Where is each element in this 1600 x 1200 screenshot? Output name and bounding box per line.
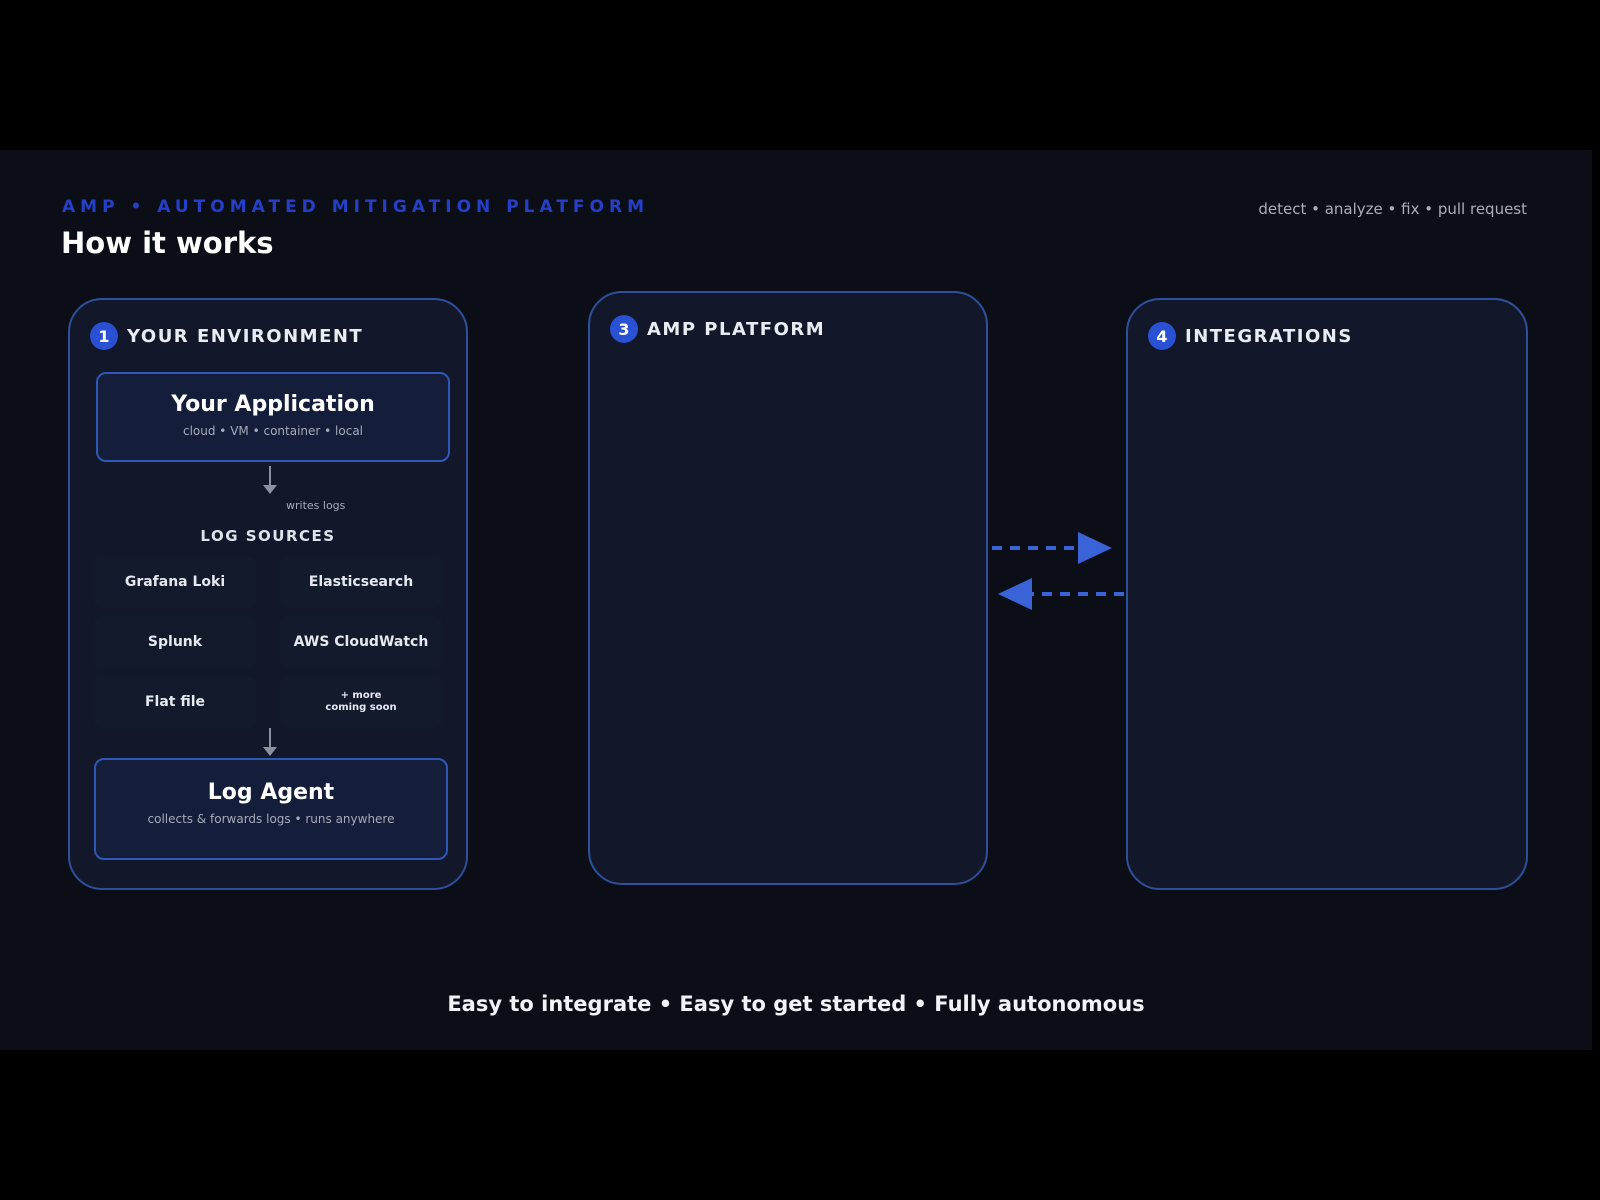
- amp-platform-panel: 3 AMP PLATFORM: [588, 291, 988, 885]
- application-card: Your Application cloud • VM • container …: [96, 372, 450, 462]
- log-agent-title: Log Agent: [207, 780, 335, 805]
- log-agent-card: Log Agent collects & forwards logs • run…: [94, 758, 448, 860]
- arrow-right-icon: [1078, 532, 1112, 564]
- more-label: + more: [340, 690, 382, 701]
- amp-platform-title: AMP PLATFORM: [647, 318, 826, 340]
- integrations-panel: 4 INTEGRATIONS: [1126, 298, 1528, 890]
- arrow-left-icon: [998, 578, 1032, 610]
- coming-soon-label: coming soon: [325, 702, 397, 713]
- integrations-title: INTEGRATIONS: [1185, 325, 1353, 347]
- eyebrow: AMP • AUTOMATED MITIGATION PLATFORM: [62, 197, 649, 217]
- application-title: Your Application: [171, 392, 375, 417]
- arrow-down-icon: [263, 466, 277, 494]
- log-source-more: + more coming soon: [280, 676, 442, 728]
- step-badge-1: 1: [90, 322, 118, 350]
- footer-tagline: Easy to integrate • Easy to get started …: [447, 992, 1145, 1016]
- slide: AMP • AUTOMATED MITIGATION PLATFORM How …: [0, 150, 1592, 1050]
- log-source-flat-file: Flat file: [94, 676, 256, 728]
- step-badge-4: 4: [1148, 322, 1176, 350]
- arrow-down-icon: [263, 728, 277, 756]
- log-agent-subtitle: collects & forwards logs • runs anywhere: [147, 812, 395, 826]
- log-source-grafana-loki: Grafana Loki: [94, 556, 256, 608]
- environment-header: 1 YOUR ENVIRONMENT: [90, 322, 363, 350]
- writes-logs-label: writes logs: [286, 499, 346, 512]
- tagline: detect • analyze • fix • pull request: [1258, 200, 1527, 218]
- bidirectional-arrows-icon: [992, 532, 1124, 610]
- log-source-splunk: Splunk: [94, 616, 256, 668]
- integrations-header: 4 INTEGRATIONS: [1148, 322, 1353, 350]
- amp-platform-header: 3 AMP PLATFORM: [610, 315, 825, 343]
- environment-title: YOUR ENVIRONMENT: [127, 325, 364, 347]
- environment-panel: 1 YOUR ENVIRONMENT Your Application clou…: [68, 298, 468, 890]
- log-sources-title: LOG SOURCES: [200, 527, 336, 545]
- page-title: How it works: [61, 226, 274, 260]
- application-subtitle: cloud • VM • container • local: [183, 424, 363, 438]
- step-badge-3: 3: [610, 315, 638, 343]
- log-source-aws-cloudwatch: AWS CloudWatch: [280, 616, 442, 668]
- log-source-elasticsearch: Elasticsearch: [280, 556, 442, 608]
